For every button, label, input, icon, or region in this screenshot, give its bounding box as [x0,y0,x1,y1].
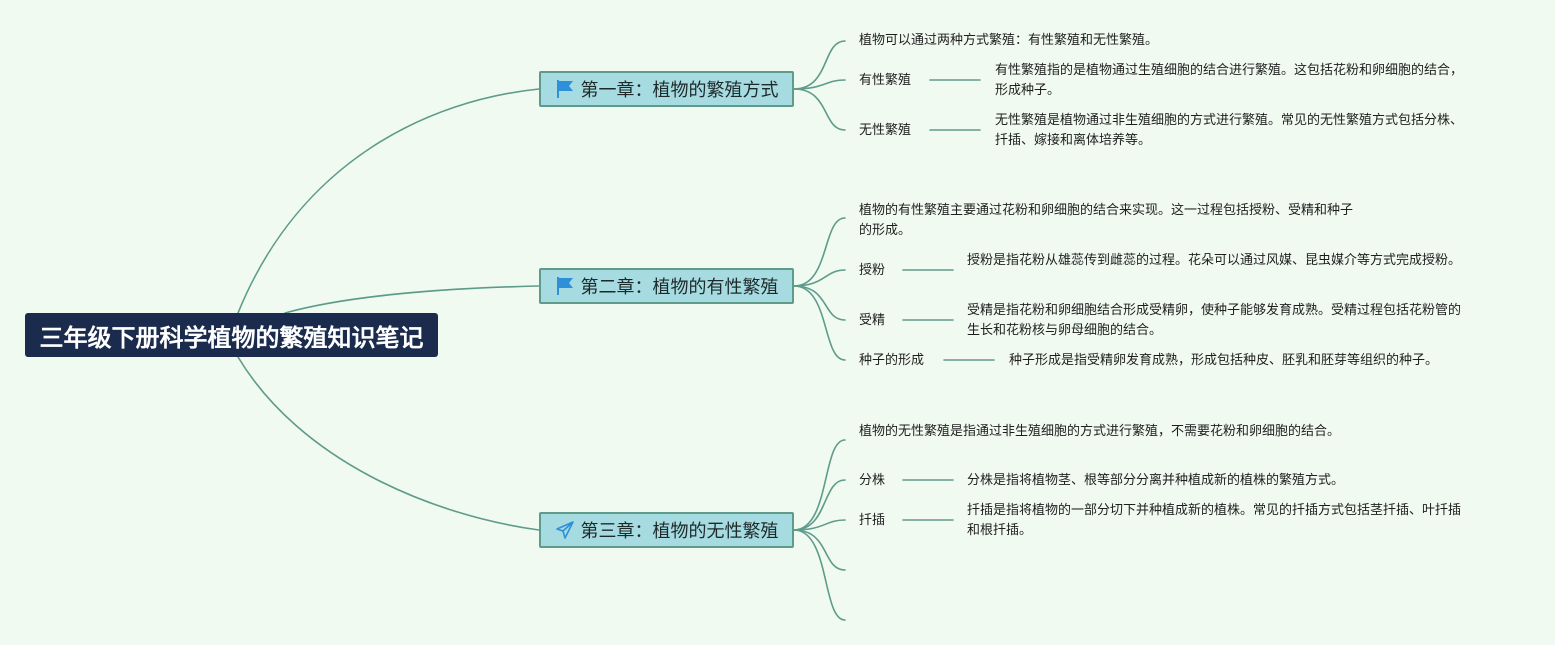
chapter-2-item-3-label[interactable]: 种子的形成 [859,353,925,368]
flag-icon [555,79,575,99]
chapter-2-item-2-detail[interactable]: 受精是指花粉和卵细胞结合形成受精卵，使种子能够发育成熟。受精过程包括花粉管的生长… [967,303,1462,338]
chapter-3-summary[interactable]: 植物的无性繁殖是指通过非生殖细胞的方式进行繁殖，不需要花粉和卵细胞的结合。 [859,424,1341,439]
chapter-1-item-1-detail[interactable]: 有性繁殖指的是植物通过生殖细胞的结合进行繁殖。这包括花粉和卵细胞的结合，形成种子… [995,63,1464,98]
chapter-3-item-1-detail[interactable]: 分株是指将植物茎、根等部分分离并种植成新的植株的繁殖方式。 [967,473,1345,488]
chapter-1-item-2-detail[interactable]: 无性繁殖是植物通过非生殖细胞的方式进行繁殖。常见的无性繁殖方式包括分株、扦插、嫁… [995,113,1464,148]
chapter-2-title: 第二章：植物的有性繁殖 [580,277,779,298]
chapter-3-item-2-label[interactable]: 扦插 [859,513,886,528]
chapter-2-item-3-detail[interactable]: 种子形成是指受精卵发育成熟，形成包括种皮、胚乳和胚芽等组织的种子。 [1009,353,1439,368]
chapter-3-item-1-label[interactable]: 分株 [859,473,886,488]
chapter-1-summary[interactable]: 植物可以通过两种方式繁殖：有性繁殖和无性繁殖。 [859,33,1159,48]
chapter-1-item-1-label[interactable]: 有性繁殖 [859,73,912,88]
chapter-1-title: 第一章：植物的繁殖方式 [580,80,779,101]
chapter-2-item-2-label[interactable]: 受精 [859,313,886,328]
chapter-1-item-2-label[interactable]: 无性繁殖 [859,123,912,138]
chapter-3-title: 第三章：植物的无性繁殖 [580,521,779,542]
chapter-3-topic[interactable]: 第三章：植物的无性繁殖 [539,512,794,548]
chapter-2-topic[interactable]: 第二章：植物的有性繁殖 [539,268,794,304]
root-topic[interactable]: 三年级下册科学植物的繁殖知识笔记 [25,313,438,357]
flag-icon [555,276,575,296]
chapter-2-item-1-detail[interactable]: 授粉是指花粉从雄蕊传到雌蕊的过程。花朵可以通过风媒、昆虫媒介等方式完成授粉。 [967,253,1462,268]
chapter-1-topic[interactable]: 第一章：植物的繁殖方式 [539,71,794,107]
chapter-2-summary[interactable]: 植物的有性繁殖主要通过花粉和卵细胞的结合来实现。这一过程包括授粉、受精和种子的形… [859,203,1354,238]
root-title: 三年级下册科学植物的繁殖知识笔记 [39,323,424,352]
paper-plane-icon [555,520,575,540]
chapter-3-item-2-detail[interactable]: 扦插是指将植物的一部分切下并种植成新的植株。常见的扦插方式包括茎扦插、叶扦插和根… [967,503,1462,538]
chapter-2-item-1-label[interactable]: 授粉 [859,263,886,278]
